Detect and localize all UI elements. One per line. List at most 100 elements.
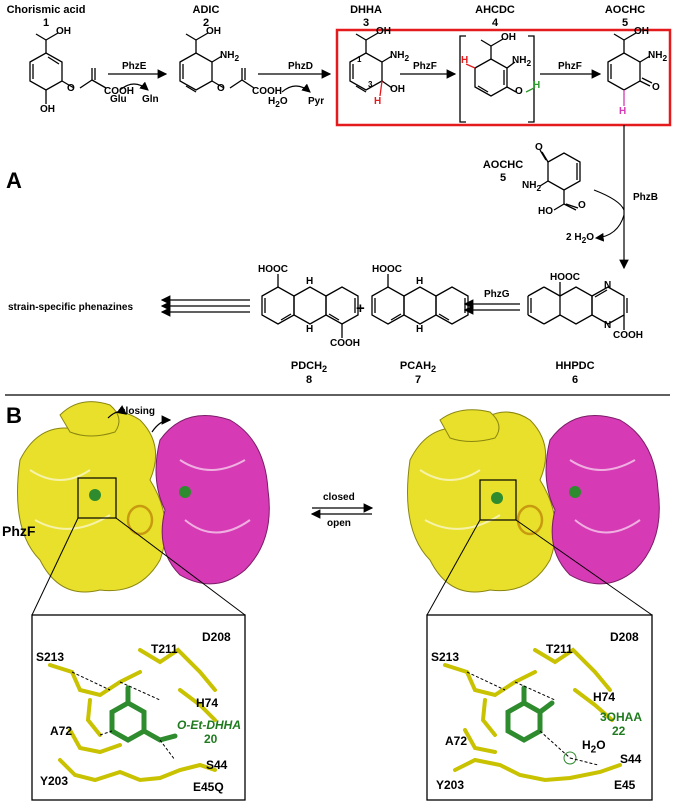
chorismic-oh-top: OH [56,26,71,37]
pdch2-structure [261,274,359,338]
aochc-structure [607,32,653,91]
ahcdc-o: O [515,86,523,97]
adic-nh2: NH2 [220,50,240,63]
right-residue-s44: S44 [620,752,642,766]
ahcdc-nh2: NH2 [512,55,532,68]
right-water-label: H2O [582,738,606,756]
compound-6-name: HHPDC [555,360,595,372]
adic-structure [179,32,255,93]
pcah2-structure [371,274,469,325]
dhha-c3-label: 3 [368,80,373,89]
aochc-5-nh2: NH2 [522,180,542,193]
left-residue-a72: A72 [50,724,73,738]
chorismic-o: O [67,83,75,94]
right-active-site-box [426,614,653,801]
compound-2-number: 2 [202,17,210,29]
compound-5-number: 5 [621,17,629,29]
compound-2-name: ADIC [192,4,220,16]
ahcdc-h-green-label: H [533,80,541,91]
left-residue-s213: S213 [36,650,65,664]
right-residue-a72: A72 [445,734,468,748]
left-residue-y203: Y203 [40,774,69,788]
hhpdc-cooh: COOH [613,330,643,341]
cofactor-gln: Gln [142,94,159,105]
phzf-highlight-box [335,28,672,127]
right-residue-t211: T211 [546,642,573,656]
left-residue-s44: S44 [206,758,228,772]
closing-label: closing [120,406,156,417]
compound-4-name: AHCDC [475,4,515,16]
left-residue-e45q: E45Q [193,780,224,794]
chorismic-oh-bottom: OH [40,104,55,115]
ahcdc-h-red [465,63,476,69]
ahcdc-structure [459,35,535,123]
chorismic-cooh: COOH [104,86,134,97]
dhha-c1-label: 1 [357,55,362,64]
compound-3-name: DHHA [350,4,382,16]
pcah2-h-top: H [416,276,424,287]
right-residue-e45: E45 [614,778,636,792]
aochc-5-number: 5 [499,172,507,184]
left-active-site-model [48,647,217,783]
adic-o: O [217,83,225,94]
pdch2-hooc: HOOC [258,264,288,275]
strain-specific-phenazines: strain-specific phenazines [8,302,134,313]
enzyme-phze: PhzE [122,61,147,72]
left-ligand-number: 20 [204,732,218,746]
aochc-o: O [652,82,660,93]
compound-1-name: Chorismic acid [6,4,86,16]
right-residue-d208: D208 [610,630,639,644]
ahcdc-h-red-label: H [461,55,469,66]
cofactor-pyr: Pyr [308,96,325,107]
hhpdc-structure [527,282,628,330]
hhpdc-hooc: HOOC [550,272,580,283]
aochc-h-magenta-label: H [619,106,627,117]
compound-8-number: 8 [305,374,313,386]
dhha-structure [349,32,393,93]
left-residue-h74: H74 [196,696,219,710]
hhpdc-n-top: N [604,280,612,291]
ahcdc-oh: OH [501,32,516,43]
right-residue-s213: S213 [431,650,460,664]
enzyme-phzf-2: PhzF [558,61,582,72]
pdch2-h-bottom: H [306,324,314,335]
phzf-label: PhzF [2,523,36,539]
compound-5-name: AOCHC [604,4,646,16]
compound-1-number: 1 [42,17,50,29]
compound-3-number: 3 [362,17,370,29]
pdch2-cooh: COOH [330,338,360,349]
pdch2-h-top: H [306,276,314,287]
aochc-nh2: NH2 [648,50,668,63]
aochc-oh: OH [634,26,649,37]
panel-a-label: A [6,168,22,193]
aochc-5-o2: O [578,200,586,211]
right-ligand-number: 22 [612,724,626,738]
dhha-h-red: H [374,96,382,107]
cofactor-glu: Glu [110,94,127,105]
enzyme-phzg: PhzG [484,289,510,300]
open-label: open [327,518,351,529]
left-ligand-name: O-Et-DHHA [177,718,241,732]
compound-7-number: 7 [414,374,422,386]
compound-7-name: PCAH2 [399,360,437,375]
left-residue-d208: D208 [202,630,231,644]
right-active-site-model [443,647,622,783]
panel-b-label: B [6,403,22,428]
enzyme-phzd: PhzD [288,61,313,72]
dhha-oh-top: OH [376,26,391,37]
ahcdc-h-green [525,87,535,93]
right-residue-y203: Y203 [436,778,465,792]
left-residue-t211: T211 [151,642,178,656]
phzf-open-dimer [17,401,270,593]
dhha-oh-bottom: OH [390,84,405,95]
hhpdc-n-bottom: N [604,320,612,331]
phzf-closed-dimer [407,409,660,593]
right-residue-h74: H74 [593,690,616,704]
cofactor-h2o: H2O [268,96,288,109]
dhha-nh2: NH2 [390,50,410,63]
enzyme-phzf-1: PhzF [413,61,437,72]
aochc-5-name: AOCHC [482,159,524,171]
aochc-5-ho: HO [538,206,553,217]
chorismic-acid-structure [29,32,107,104]
